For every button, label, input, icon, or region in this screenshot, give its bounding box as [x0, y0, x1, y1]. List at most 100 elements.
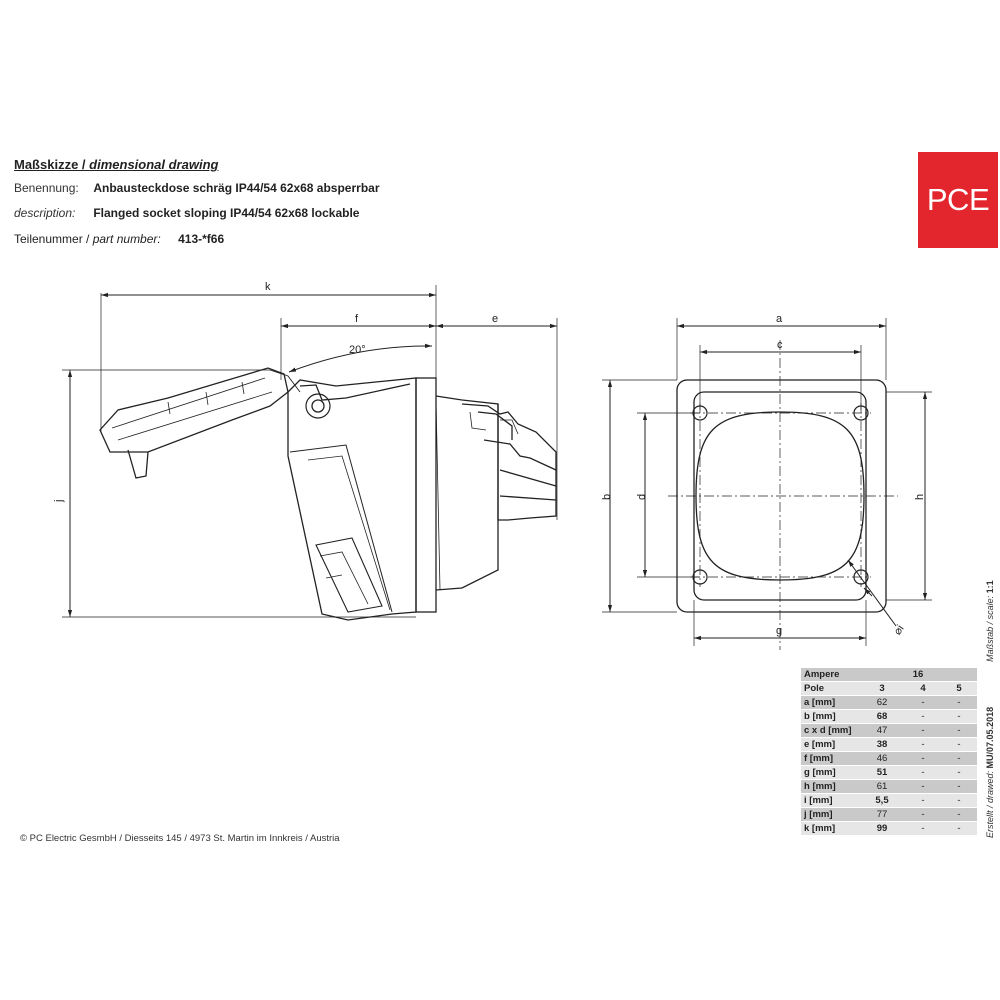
- label-d: d: [636, 494, 648, 500]
- table-cell: -: [905, 751, 941, 766]
- table-cell: -: [905, 779, 941, 794]
- table-cell: -: [905, 765, 941, 780]
- table-cell: 99: [859, 821, 905, 836]
- socket-body-outline: [287, 377, 417, 621]
- table-cell: 68: [859, 709, 905, 724]
- table-row-label: e [mm]: [801, 737, 859, 752]
- table-cell: -: [941, 779, 977, 794]
- table-cell: 47: [859, 723, 905, 738]
- table-row-label: k [mm]: [801, 821, 859, 836]
- description-row: description: Flanged socket sloping IP44…: [14, 206, 359, 220]
- table-cell: 61: [859, 779, 905, 794]
- part-number-row: Teilenummer / part number: 413-*f66: [14, 232, 224, 246]
- copyright-icon: ©: [20, 833, 27, 844]
- table-row: a [mm]62--: [801, 695, 977, 710]
- table-cell: -: [941, 793, 977, 808]
- table-row-label: i [mm]: [801, 793, 859, 808]
- table-row-label: c x d [mm]: [801, 723, 859, 738]
- label-c: c: [777, 339, 783, 351]
- label-angle: 20°: [349, 344, 366, 356]
- table-cell: -: [941, 737, 977, 752]
- table-cell: 4: [905, 681, 941, 696]
- table-cell: -: [941, 765, 977, 780]
- table-cell: -: [905, 737, 941, 752]
- table-cell: -: [941, 723, 977, 738]
- table-row-label: g [mm]: [801, 765, 859, 780]
- rear-connector-outline: [461, 403, 557, 521]
- name-value: Anbausteckdose schräg IP44/54 62x68 absp…: [93, 181, 380, 195]
- table-cell: -: [905, 695, 941, 710]
- drawn-label: Erstellt / drawed:: [985, 770, 995, 838]
- label-a: a: [776, 313, 783, 325]
- table-cell: 5: [941, 681, 977, 696]
- table-row: e [mm]38--: [801, 737, 977, 752]
- table-row-label: a [mm]: [801, 695, 859, 710]
- label-f: f: [355, 313, 359, 325]
- table-row-label: j [mm]: [801, 807, 859, 822]
- table-cell: 62: [859, 695, 905, 710]
- drawing-title: Maßskizze / dimensional drawing: [14, 157, 218, 172]
- description-label: description:: [14, 206, 76, 220]
- table-header-row: Ampere 16: [801, 668, 977, 682]
- label-e: e: [492, 313, 498, 325]
- part-label-en: part number:: [92, 232, 161, 246]
- table-cell: -: [941, 807, 977, 822]
- table-cell: 46: [859, 751, 905, 766]
- scale-value: 1:1: [985, 580, 995, 594]
- table-cell: 51: [859, 765, 905, 780]
- table-row: g [mm]51--: [801, 765, 977, 780]
- table-row-label: f [mm]: [801, 751, 859, 766]
- table-cell: 77: [859, 807, 905, 822]
- table-cell: -: [905, 793, 941, 808]
- label-i: ⌀i: [892, 623, 907, 637]
- table-row-label: b [mm]: [801, 709, 859, 724]
- footer-text: PC Electric GesmbH / Diesseits 145 / 497…: [29, 833, 340, 844]
- table-cell: 3: [859, 681, 905, 696]
- name-row: Benennung: Anbausteckdose schräg IP44/54…: [14, 181, 380, 195]
- table-cell: -: [941, 695, 977, 710]
- logo-text: PCE: [926, 182, 990, 217]
- table-row: f [mm]46--: [801, 751, 977, 766]
- table-cell: -: [941, 709, 977, 724]
- name-label: Benennung:: [14, 181, 79, 195]
- title-en: dimensional drawing: [89, 157, 219, 172]
- description-value: Flanged socket sloping IP44/54 62x68 loc…: [93, 206, 360, 220]
- pce-logo: PCE: [918, 152, 998, 248]
- drawn-value: MU/07.05.2018: [985, 706, 995, 769]
- label-j: j: [53, 500, 65, 503]
- dim-i-leader: [847, 559, 897, 627]
- part-label-de: Teilenummer /: [14, 232, 90, 246]
- table-row: h [mm]61--: [801, 779, 977, 794]
- table-cell: -: [905, 709, 941, 724]
- side-info: Erstellt / drawed: MU/07.05.2018 Maßstab…: [985, 580, 995, 838]
- title-de: Maßskizze /: [14, 157, 86, 172]
- table-cell: -: [941, 751, 977, 766]
- ampere-value: 16: [859, 668, 977, 682]
- table-row: j [mm]77--: [801, 807, 977, 822]
- angle-arc: [288, 343, 433, 373]
- ampere-label: Ampere: [801, 668, 859, 682]
- table-row-label: h [mm]: [801, 779, 859, 794]
- label-h: h: [914, 494, 926, 500]
- label-b: b: [601, 494, 613, 500]
- table-cell: -: [905, 821, 941, 836]
- table-cell: -: [905, 723, 941, 738]
- footer: © PC Electric GesmbH / Diesseits 145 / 4…: [20, 833, 340, 844]
- label-k: k: [265, 281, 271, 293]
- table-row: b [mm]68--: [801, 709, 977, 724]
- table-cell: -: [941, 821, 977, 836]
- label-g: g: [776, 625, 782, 637]
- table-cell: -: [905, 807, 941, 822]
- lid-outline: [99, 367, 301, 479]
- table-cell: 5,5: [859, 793, 905, 808]
- table-row: c x d [mm]47--: [801, 723, 977, 738]
- part-number-value: 413-*f66: [178, 232, 225, 246]
- table-row: i [mm]5,5--: [801, 793, 977, 808]
- table-cell: 38: [859, 737, 905, 752]
- table-row-label: Pole: [801, 681, 859, 696]
- scale-label: Maßstab / scale:: [985, 595, 995, 662]
- table-row: k [mm]99--: [801, 821, 977, 836]
